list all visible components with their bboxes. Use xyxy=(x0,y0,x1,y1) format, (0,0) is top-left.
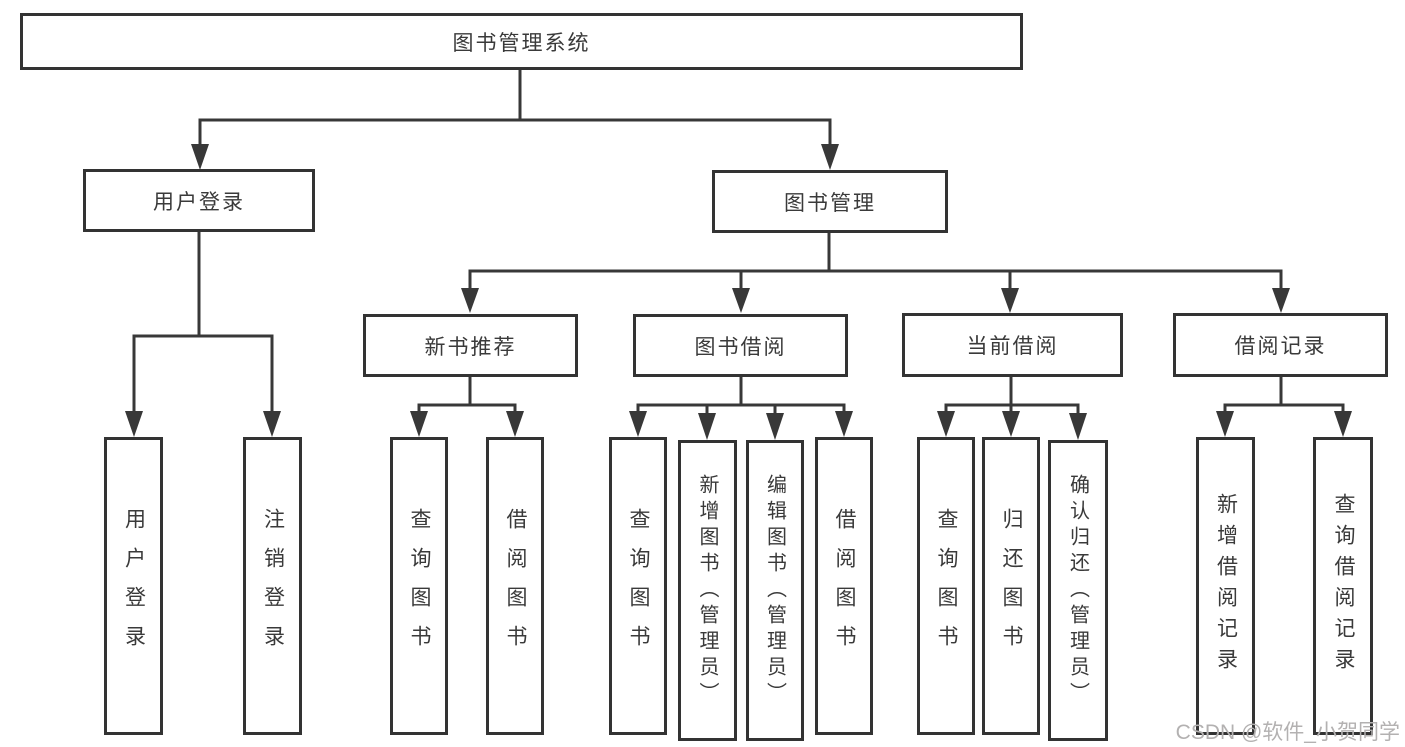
connector-bookmgmt-to-level3 xyxy=(461,233,1290,313)
node-book-borrow: 图书借阅 xyxy=(633,314,848,377)
leaf-add-borrow-record-label: 新增借阅记录 xyxy=(1214,493,1238,679)
leaf-return-books: 归还图书 xyxy=(982,437,1040,735)
leaf-add-books-admin-label: 新增图书（管理员） xyxy=(696,473,718,708)
leaf-add-books-admin: 新增图书（管理员） xyxy=(678,440,737,741)
leaf-logout-label: 注销登录 xyxy=(261,508,285,664)
leaf-borrow-books-1: 借阅图书 xyxy=(486,437,544,735)
leaf-user-login: 用户登录 xyxy=(104,437,163,735)
leaf-query-books-2: 查询图书 xyxy=(609,437,667,735)
leaf-query-borrow-record: 查询借阅记录 xyxy=(1313,437,1373,735)
leaf-edit-books-admin-label: 编辑图书（管理员） xyxy=(763,473,786,708)
leaf-query-borrow-record-label: 查询借阅记录 xyxy=(1332,493,1355,679)
csdn-watermark: CSDN @软件_小贺同学 xyxy=(1175,721,1400,744)
leaf-user-login-label: 用户登录 xyxy=(122,508,146,664)
node-current-borrow-label: 当前借阅 xyxy=(966,335,1059,358)
leaf-logout: 注销登录 xyxy=(243,437,302,735)
leaf-confirm-return-admin-label: 确认归还（管理员） xyxy=(1066,473,1089,708)
node-book-management-label: 图书管理 xyxy=(784,191,876,215)
leaf-query-books-1-label: 查询图书 xyxy=(408,508,431,664)
leaf-query-books-1: 查询图书 xyxy=(390,437,448,735)
node-new-book-recommend: 新书推荐 xyxy=(363,314,578,377)
node-book-borrow-label: 图书借阅 xyxy=(694,335,787,359)
leaf-borrow-books-2-label: 借阅图书 xyxy=(833,508,856,664)
leaf-edit-books-admin: 编辑图书（管理员） xyxy=(746,440,804,741)
connector-currentborrow-to-leaves xyxy=(937,377,1087,440)
leaf-query-books-3-label: 查询图书 xyxy=(935,508,958,664)
connector-userlogin-to-leaves xyxy=(125,232,281,437)
connector-borrowrecords-to-leaves xyxy=(1216,377,1352,437)
connector-root-to-level2 xyxy=(191,70,839,170)
node-current-borrow: 当前借阅 xyxy=(902,313,1123,377)
leaf-add-borrow-record: 新增借阅记录 xyxy=(1196,437,1255,735)
leaf-return-books-label: 归还图书 xyxy=(1000,508,1023,664)
connector-bookborrow-to-leaves xyxy=(629,377,853,440)
node-root-label: 图书管理系统 xyxy=(452,31,591,55)
node-new-book-recommend-label: 新书推荐 xyxy=(424,335,517,359)
leaf-query-books-3: 查询图书 xyxy=(917,437,975,735)
node-book-management: 图书管理 xyxy=(712,170,948,233)
leaf-query-books-2-label: 查询图书 xyxy=(627,508,650,664)
node-root-system: 图书管理系统 xyxy=(20,13,1023,70)
leaf-borrow-books-2: 借阅图书 xyxy=(815,437,873,735)
node-borrow-records-label: 借阅记录 xyxy=(1234,335,1327,358)
node-borrow-records: 借阅记录 xyxy=(1173,313,1388,377)
leaf-borrow-books-1-label: 借阅图书 xyxy=(504,508,527,664)
leaf-confirm-return-admin: 确认归还（管理员） xyxy=(1048,440,1108,741)
node-user-login: 用户登录 xyxy=(83,169,315,232)
connector-newbooks-to-leaves xyxy=(410,377,524,437)
node-user-login-label: 用户登录 xyxy=(153,190,245,214)
